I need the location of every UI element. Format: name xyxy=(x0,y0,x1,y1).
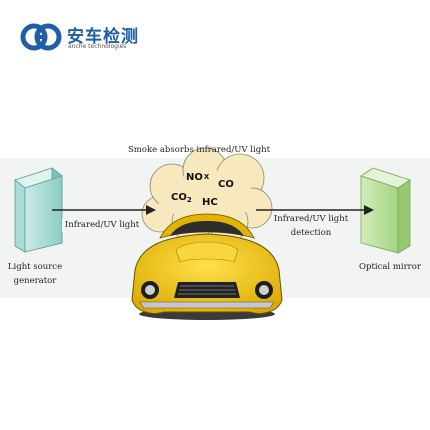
light-source-label-line1: Light source xyxy=(7,262,63,272)
gas-label-nox: NOX xyxy=(186,172,210,183)
right-beam-label: Infrared/UV light detection xyxy=(266,212,356,240)
logo-chinese-name: 安车检测 xyxy=(67,27,139,47)
right-beam-label-line2: detection xyxy=(290,228,332,238)
light-source-label: Light source generator xyxy=(0,260,70,288)
logo-english-name: anche technologies xyxy=(68,43,127,50)
beam-arrow-left xyxy=(52,205,156,215)
beam-arrow-right xyxy=(256,205,374,215)
light-source-generator-box xyxy=(14,167,63,253)
light-source-label-line2: generator xyxy=(13,276,57,286)
gas-label-hc: HC xyxy=(202,197,218,208)
optical-mirror-label: Optical mirror xyxy=(359,262,421,272)
car xyxy=(131,213,283,320)
right-beam-label-line1: Infrared/UV light xyxy=(273,214,349,224)
gas-label-co2: CO2 xyxy=(171,192,192,204)
logo-mark-icon xyxy=(20,23,62,51)
smoke-absorbs-label: Smoke absorbs infrared/UV light xyxy=(127,145,271,155)
gas-label-co: CO xyxy=(218,179,234,190)
optical-mirror-box xyxy=(360,167,411,254)
left-beam-label: Infrared/UV light xyxy=(62,218,142,232)
company-logo: 安车检测 anche technologies xyxy=(20,20,160,54)
